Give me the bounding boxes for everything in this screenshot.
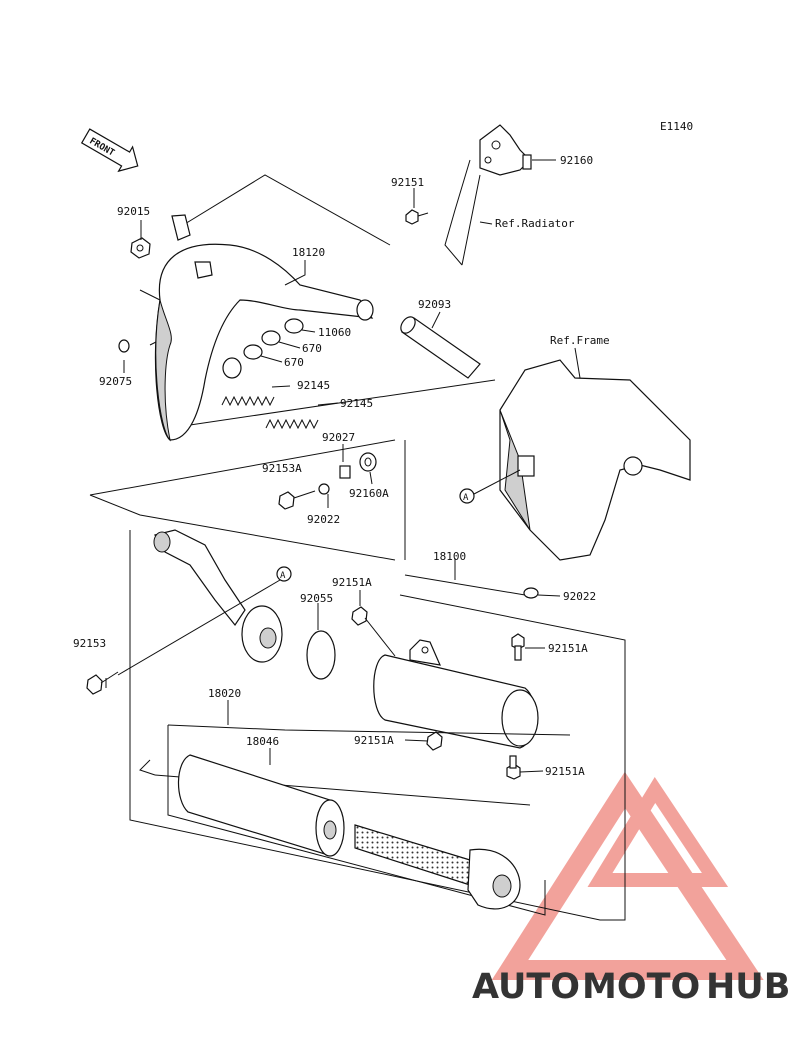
label-92151A-c: 92151A <box>354 734 394 747</box>
lower-outline-2 <box>89 494 396 561</box>
bolt-92151A-b <box>511 633 525 661</box>
label-92151A-d: 92151A <box>545 765 585 778</box>
grommet-92160A <box>359 452 377 472</box>
ref-frame: Ref.Frame <box>550 334 610 347</box>
o-ring-670-a <box>261 330 281 346</box>
label-92075: 92075 <box>99 375 132 388</box>
silencer-outline-top <box>167 724 571 736</box>
o-ring-670-b <box>243 344 263 360</box>
label-92022-b: 92022 <box>563 590 596 603</box>
watermark-text-moto: MOTO <box>582 967 700 1007</box>
grommet-92075 <box>118 339 130 353</box>
label-92145-b: 92145 <box>340 397 373 410</box>
part-labels: 92015 92075 18120 11060 670 670 92145 92… <box>73 154 610 778</box>
nut-92015 <box>130 237 151 259</box>
callout-a-lower: A <box>276 566 292 582</box>
label-92153: 92153 <box>73 637 106 650</box>
ref-radiator: Ref.Radiator <box>495 217 575 230</box>
washer-92022-a <box>318 483 330 495</box>
label-670-b: 670 <box>284 356 304 369</box>
label-11060: 11060 <box>318 326 351 339</box>
muffler-outline-top <box>404 574 526 596</box>
nut-92151A-a <box>351 606 368 626</box>
bolt-92153A <box>278 490 316 510</box>
label-92151A-b: 92151A <box>548 642 588 655</box>
muffler-outline-box <box>129 530 626 921</box>
watermark-text-hub: HUB <box>706 967 790 1007</box>
perforated-pipe <box>354 824 521 910</box>
label-92151A-a: 92151A <box>332 576 372 589</box>
o-ring-11060 <box>284 318 304 334</box>
upper-group-outline <box>174 174 391 246</box>
muffler-18100 <box>373 639 539 749</box>
washer-92022-b <box>523 587 539 599</box>
label-92145-a: 92145 <box>297 379 330 392</box>
gasket-92055 <box>306 630 336 680</box>
label-92027: 92027 <box>322 431 355 444</box>
svg-text:A: A <box>280 571 286 581</box>
label-18100: 18100 <box>433 550 466 563</box>
label-92160: 92160 <box>560 154 593 167</box>
spring-92145-a <box>221 395 275 407</box>
upper-group-outline-3 <box>189 379 496 426</box>
lower-outline-1 <box>89 439 396 496</box>
frame-section <box>499 359 691 561</box>
spring-92145-b <box>265 418 319 430</box>
front-arrow-icon: FRONT <box>80 128 139 173</box>
pipe-92093 <box>400 316 481 379</box>
expansion-chamber-18120 <box>154 214 374 442</box>
label-92055: 92055 <box>300 592 333 605</box>
label-92151: 92151 <box>391 176 424 189</box>
label-670-a: 670 <box>302 342 322 355</box>
label-92022-a: 92022 <box>307 513 340 526</box>
silencer-packing-18046 <box>177 754 345 857</box>
collar-92027 <box>339 465 351 479</box>
bolt-92151 <box>405 209 429 225</box>
label-92015: 92015 <box>117 205 150 218</box>
label-92093: 92093 <box>418 298 451 311</box>
nut-92151A-c <box>426 731 443 751</box>
watermark-logo: AUTO MOTO HUB <box>472 771 790 1007</box>
silencer-end-marker <box>139 759 156 776</box>
label-18020: 18020 <box>208 687 241 700</box>
label-92160A: 92160A <box>349 487 389 500</box>
diagram-code: E1140 <box>660 120 693 133</box>
label-92153A: 92153A <box>262 462 302 475</box>
label-18120: 18120 <box>292 246 325 259</box>
callout-a-upper: A <box>459 469 521 504</box>
svg-text:A: A <box>463 493 469 503</box>
link-pipe <box>153 529 283 663</box>
watermark-text-auto: AUTO <box>472 967 580 1007</box>
label-18046: 18046 <box>246 735 279 748</box>
bolt-92153 <box>86 671 119 695</box>
spring-coil-end <box>222 357 242 379</box>
bolt-92151A-d <box>506 755 521 780</box>
radiator-bracket <box>444 124 532 266</box>
silencer-outline <box>167 725 546 916</box>
leader-lines <box>105 159 581 773</box>
